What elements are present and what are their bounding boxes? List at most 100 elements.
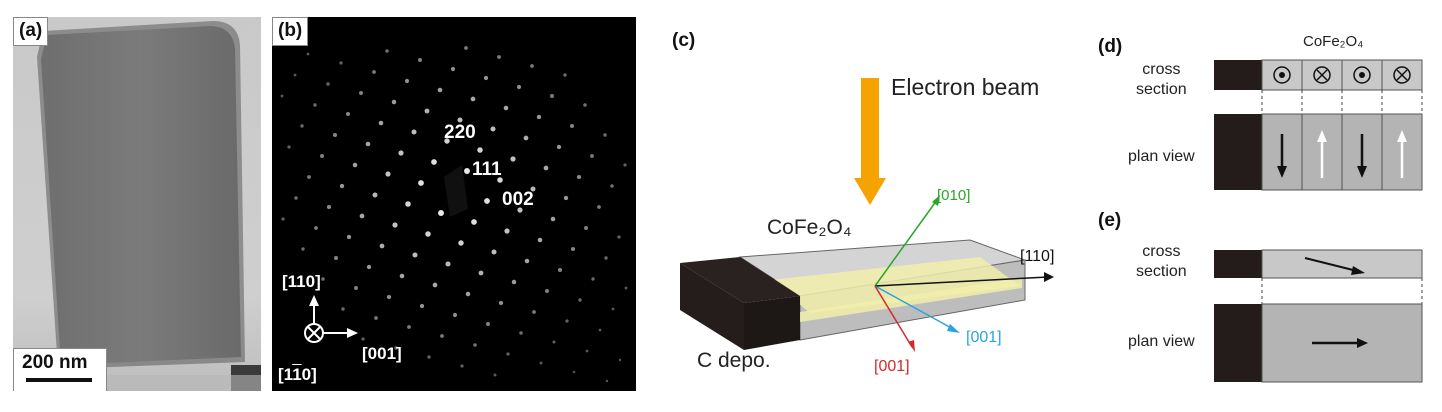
diffraction-spot [281, 217, 285, 221]
axis-label-001-blue: [001] [966, 329, 1002, 346]
diffraction-spot [519, 331, 523, 335]
diffraction-spot [524, 258, 530, 264]
diffraction-spot [523, 135, 529, 141]
diffraction-spot [571, 247, 575, 251]
diffraction-spot [504, 228, 510, 234]
diffraction-spot [617, 235, 621, 239]
diffraction-spot [576, 174, 582, 180]
diffraction-spot [543, 165, 549, 171]
diffraction-spot [493, 373, 497, 377]
scale-bar-label: 200 nm [22, 352, 88, 373]
diffraction-spot [503, 105, 509, 111]
diffraction-spot [418, 180, 424, 186]
diffraction-spot [471, 219, 477, 225]
panel-b-label: (b) [272, 17, 309, 46]
diffraction-spot [464, 168, 470, 174]
diffraction-spot [326, 204, 332, 210]
diffraction-spot [486, 322, 490, 326]
diffraction-spot [532, 310, 536, 314]
diffraction-spot [516, 84, 522, 90]
diffraction-spot [570, 124, 574, 128]
diffraction-spot [378, 120, 384, 126]
diffraction-spot [445, 261, 451, 267]
diffraction-spot [294, 196, 298, 200]
diffraction-spot [550, 94, 554, 98]
panel-a-tem-image: (a) 200 nm [13, 17, 261, 391]
diffraction-spot [418, 58, 422, 62]
panel-c-schematic [680, 78, 1054, 352]
diffraction-spot [300, 124, 304, 128]
panel-e-label: (e) [1098, 210, 1122, 231]
diffraction-spot [398, 150, 404, 156]
diffraction-spot [497, 55, 501, 59]
diffraction-spot [394, 346, 398, 350]
diffraction-spot [457, 117, 463, 123]
diffraction-spot [372, 192, 378, 198]
diffraction-spot [498, 300, 504, 306]
diffraction-spot [359, 213, 365, 219]
diffraction-spot [452, 312, 458, 318]
diffraction-spots [280, 46, 628, 383]
diffraction-spot [578, 298, 582, 302]
diffraction-spot [339, 61, 343, 65]
diffraction-spot [624, 286, 628, 290]
diffraction-spot [346, 234, 352, 240]
diffraction-spot [372, 70, 376, 74]
panel-e-diagram [1214, 249, 1423, 383]
diffraction-spot [465, 291, 471, 297]
diffraction-spot [359, 91, 363, 95]
diffraction-spot [506, 352, 510, 356]
diffraction-spot [517, 207, 523, 213]
diffraction-spot [346, 112, 350, 116]
diffraction-spot [545, 289, 549, 293]
axis-label-001: [001] [362, 344, 402, 363]
diffraction-spot [510, 156, 516, 162]
diffraction-spot [530, 64, 534, 68]
diffraction-spot [352, 162, 358, 168]
panel-a-label: (a) [13, 17, 49, 46]
panel-d-label: (d) [1098, 36, 1123, 57]
scale-bar [26, 378, 92, 382]
diffraction-spot [307, 175, 311, 179]
panel-b-diffraction: (b) 220 111 002 [110] [001] [110] [272, 17, 636, 391]
diffraction-spot [458, 240, 464, 246]
axis-label-110-c: [110] [1020, 248, 1055, 265]
diffraction-spot [483, 75, 489, 81]
diffraction-spot [484, 198, 490, 204]
diffraction-spot [598, 328, 602, 332]
diffraction-spot [314, 226, 318, 230]
diffraction-spot [539, 361, 543, 365]
diffraction-spot [293, 73, 297, 77]
diffraction-spot [301, 247, 305, 251]
diffraction-spot [590, 154, 594, 158]
diffraction-spot [478, 270, 484, 276]
diffraction-spot [424, 108, 430, 114]
tem-image [13, 17, 261, 391]
diffraction-spot [392, 222, 398, 228]
diffraction-spot [444, 138, 450, 144]
diffraction-spot [399, 273, 405, 279]
diffraction-spot [366, 264, 372, 270]
panel-c-label: (c) [672, 30, 696, 51]
into-plane-icon [1393, 66, 1411, 84]
diffraction-spot [491, 249, 497, 255]
diffraction-spot [287, 145, 291, 149]
diffraction-spot [365, 141, 371, 147]
axis-label-001-red: [001] [874, 358, 910, 375]
diffraction-spot [610, 184, 614, 188]
diffraction-spot [572, 370, 576, 374]
diffraction-spot [618, 358, 622, 362]
diffraction-spot [552, 340, 556, 344]
cross-section-label-e: cross section [1136, 243, 1187, 280]
axis-label-110: [110] [282, 272, 321, 291]
diffraction-spot [334, 256, 338, 260]
spot-label-002: 002 [502, 189, 534, 210]
diffraction-spot [405, 201, 411, 207]
diffraction-spot [427, 355, 431, 359]
panel-d-diagram [1214, 59, 1423, 191]
diffraction-spot [556, 144, 562, 150]
diffraction-spot [404, 78, 410, 84]
diffraction-spot [604, 256, 608, 260]
diffraction-spot [432, 282, 438, 288]
material-label-c: CoFe₂O₄ [767, 216, 852, 239]
